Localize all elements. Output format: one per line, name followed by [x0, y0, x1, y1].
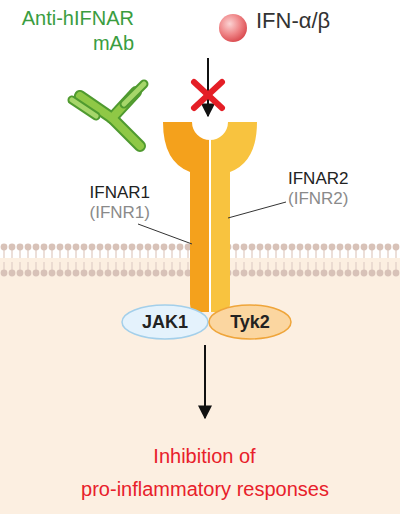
outcome-text: Inhibition of pro-inflammatory responses	[70, 440, 340, 506]
binding-arrow	[207, 58, 209, 116]
signal-arrow	[204, 345, 206, 418]
receptor-alias: (IFNR1)	[30, 202, 150, 223]
ellipse-shape	[122, 305, 208, 339]
receptor-alias: (IFNR2)	[288, 188, 398, 209]
receptor-label: IFNAR2	[288, 168, 398, 189]
block-cross	[194, 82, 222, 108]
kinase-ellipse: Tyk2	[208, 304, 292, 340]
receptor-symbol	[163, 122, 257, 312]
chain-seam	[209, 140, 211, 312]
antibody-label: Anti-hIFNAR mAb	[6, 6, 134, 56]
antibody-symbol	[72, 84, 144, 146]
receptor-label: IFNAR1	[30, 182, 150, 203]
kinase-ellipse: JAK1	[121, 304, 209, 340]
ifnar1-chain	[163, 122, 210, 312]
ellipse-shape	[209, 305, 291, 339]
leader-line	[228, 202, 286, 218]
node-label: JAK1	[142, 312, 188, 333]
leader-line	[138, 224, 192, 244]
interferon-ligand	[219, 14, 247, 42]
ligand-label: IFN-α/β	[256, 7, 396, 35]
node-label: Tyk2	[230, 312, 270, 333]
